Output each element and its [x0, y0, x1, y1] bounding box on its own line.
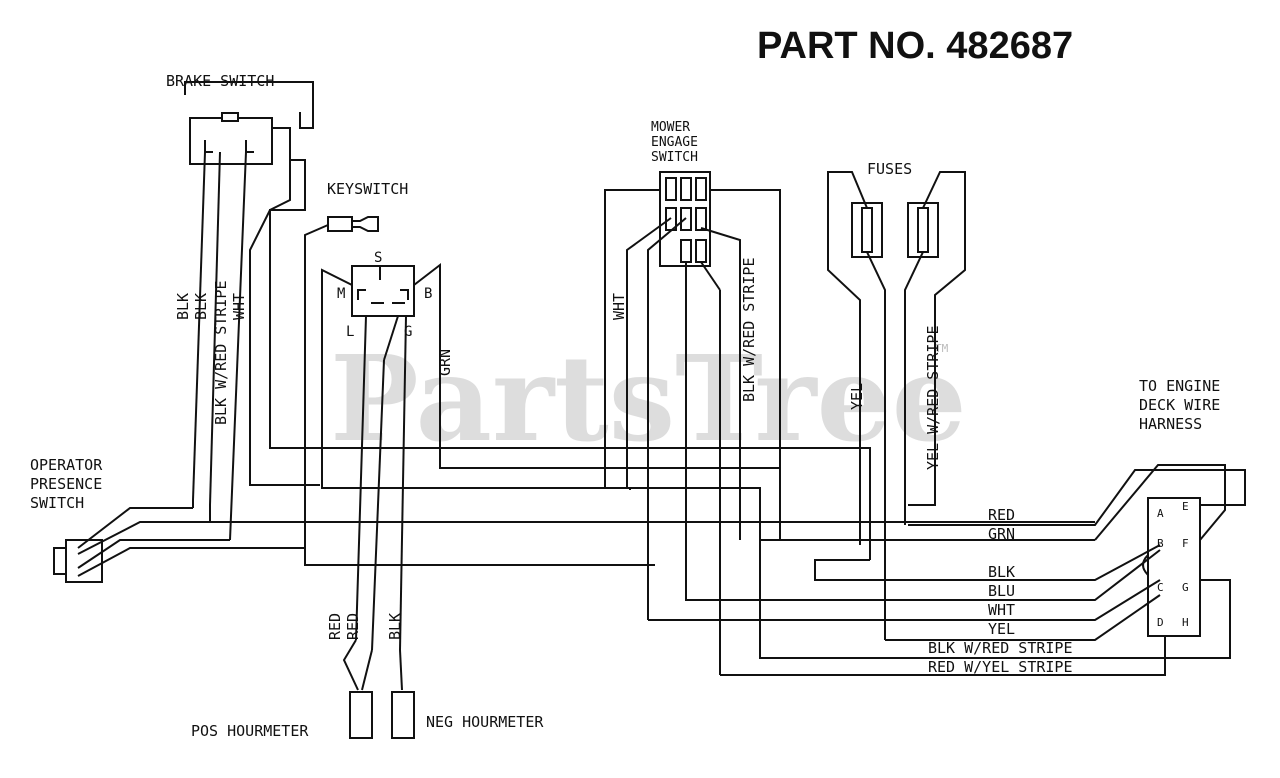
wire-label-wht-mower: WHT — [610, 293, 628, 320]
operator-label-1: OPERATOR — [30, 456, 103, 474]
keyswitch-terminal-m: M — [337, 286, 345, 302]
harness-label-wht: WHT — [988, 601, 1015, 619]
harness-pin-h: H — [1182, 616, 1189, 629]
part-number-title: PART NO. 482687 — [757, 25, 1073, 67]
harness-label-yel: YEL — [988, 620, 1015, 638]
wire-label-red-2: RED — [344, 613, 362, 640]
wire-label-yel-red-stripe: YEL W/RED STRIPE — [924, 326, 942, 471]
harness-label-grn: GRN — [988, 525, 1015, 543]
keyswitch: S M B L G — [304, 216, 1095, 651]
harness-pin-a: A — [1157, 507, 1164, 520]
watermark-trademark: TM — [935, 342, 949, 355]
pos-hourmeter-label: POS HOURMETER — [191, 722, 309, 740]
harness-label-2: DECK WIRE — [1139, 396, 1220, 414]
wire-label-blk-red-stripe-mower: BLK W/RED STRIPE — [740, 258, 758, 403]
wire-label-yel: YEL — [848, 383, 866, 410]
hourmeter-connectors — [342, 639, 415, 739]
harness-pin-d: D — [1157, 616, 1164, 629]
keyswitch-terminal-s: S — [374, 250, 382, 266]
brake-switch — [184, 81, 871, 560]
neg-hourmeter-label: NEG HOURMETER — [426, 713, 544, 731]
mower-engage-label-1: MOWER — [651, 120, 690, 135]
vertical-wire-labels: BLK BLK BLK W/RED STRIPE WHT GRN WHT BLK… — [174, 258, 942, 641]
harness-pin-b: B — [1157, 537, 1164, 550]
keyswitch-terminal-g: G — [404, 324, 412, 340]
harness-label-3: HARNESS — [1139, 415, 1202, 433]
harness-wire-labels: RED GRN BLK BLU WHT YEL BLK W/RED STRIPE… — [928, 506, 1073, 676]
harness-pin-f: F — [1182, 537, 1189, 550]
harness-label-blk: BLK — [988, 563, 1015, 581]
mower-engage-label-2: ENGAGE — [651, 135, 698, 150]
operator-label-2: PRESENCE — [30, 475, 102, 493]
harness-label-red-yel-stripe: RED W/YEL STRIPE — [928, 658, 1073, 676]
harness-wires — [629, 464, 1246, 676]
harness-label-blk-red-stripe: BLK W/RED STRIPE — [928, 639, 1073, 657]
harness-label-blu: BLU — [988, 582, 1015, 600]
wire-label-blk-red-stripe: BLK W/RED STRIPE — [212, 281, 230, 426]
keyswitch-terminal-b: B — [424, 286, 432, 302]
keyswitch-terminal-l: L — [346, 324, 354, 340]
keyswitch-label: KEYSWITCH — [327, 180, 408, 198]
wire-label-wht-brake: WHT — [230, 293, 248, 320]
harness-pin-e: E — [1182, 500, 1189, 513]
wire-label-blk-hour: BLK — [386, 613, 404, 640]
harness-pin-g: G — [1182, 581, 1189, 594]
mower-engage-switch — [604, 171, 781, 675]
fuses — [827, 171, 966, 640]
harness-label-red: RED — [988, 506, 1015, 524]
wire-label-blk-1: BLK — [174, 293, 192, 320]
mower-engage-label-3: SWITCH — [651, 150, 698, 165]
fuses-label: FUSES — [867, 160, 912, 178]
operator-presence-switch — [53, 500, 1095, 583]
wire-label-grn: GRN — [436, 349, 454, 376]
harness-label-1: TO ENGINE — [1139, 377, 1220, 395]
wire-label-blk-2: BLK — [192, 293, 210, 320]
operator-label-3: SWITCH — [30, 494, 84, 512]
harness-plug: A B C D E F G H — [1142, 497, 1201, 637]
harness-pin-c: C — [1157, 581, 1164, 594]
wire-label-red-1: RED — [326, 613, 344, 640]
